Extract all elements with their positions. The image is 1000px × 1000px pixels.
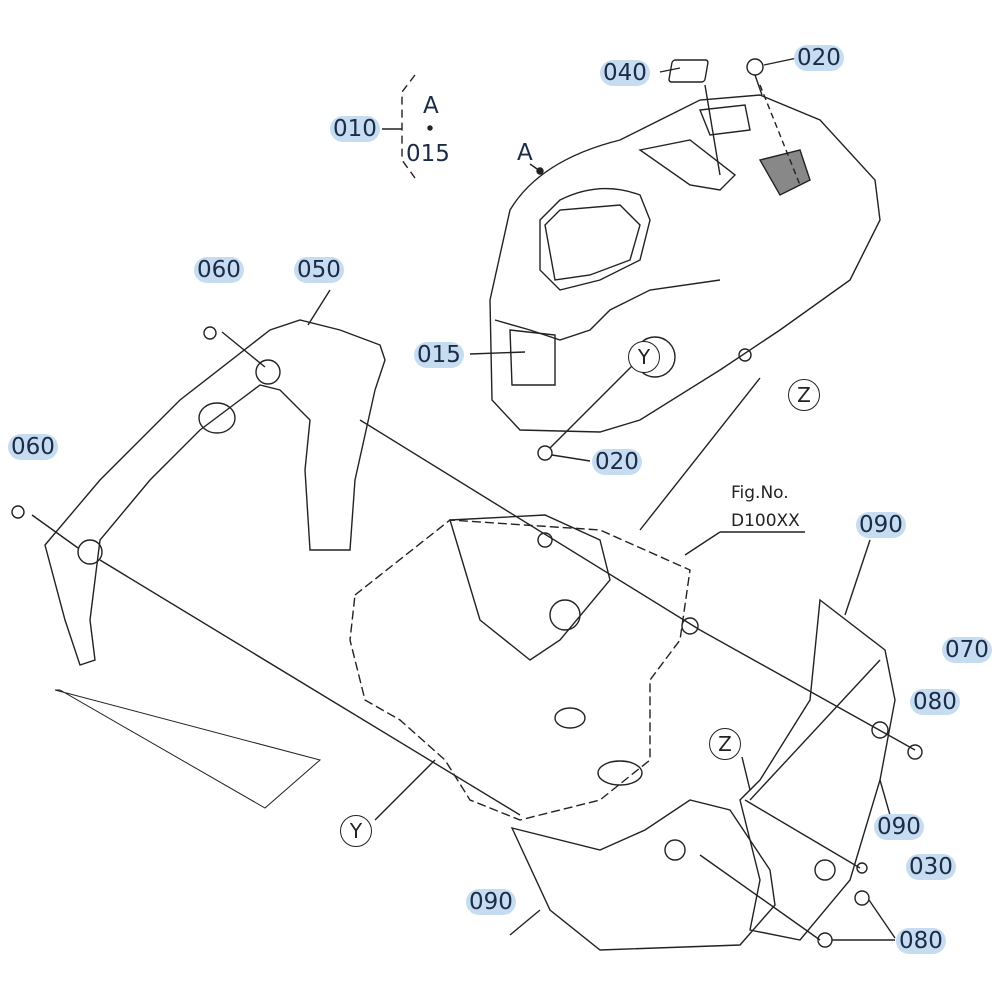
lower-cover-070 (739, 598, 896, 941)
lower-cover-front (510, 799, 776, 951)
figure-label: Fig.No. (731, 483, 789, 503)
callout-090-top[interactable]: 090 (856, 512, 906, 538)
bracket-label-015: 015 (406, 141, 450, 167)
callout-060-left[interactable]: 060 (8, 434, 58, 460)
figure-number: D100XX (731, 511, 800, 531)
ref-circle-y-2: Y (340, 815, 372, 847)
callout-090-bottom[interactable]: 090 (466, 889, 516, 915)
callout-070[interactable]: 070 (942, 637, 992, 663)
callout-060[interactable]: 060 (194, 257, 244, 283)
assembly-bracket (401, 74, 416, 179)
callout-015[interactable]: 015 (414, 342, 464, 368)
part-020-screw (746, 58, 764, 76)
part-060-bolt-2 (11, 505, 25, 519)
part-030-screw (856, 862, 868, 874)
part-080-bolt (907, 744, 923, 760)
steering-frame (349, 514, 699, 821)
part-080-bolt-3 (817, 932, 833, 948)
bracket-label-a: A (423, 93, 439, 119)
part-060-bolt (203, 326, 217, 340)
ref-circle-z-2: Z (709, 728, 741, 760)
callout-020[interactable]: 020 (794, 45, 844, 71)
leader-lines (54, 689, 322, 809)
label-a: A (517, 140, 533, 166)
callout-050[interactable]: 050 (294, 257, 344, 283)
side-panel-050 (44, 319, 386, 666)
ref-circle-y: Y (628, 341, 660, 373)
part-080-bolt-2 (854, 890, 870, 906)
part-040-cap (668, 59, 709, 83)
callout-080-bottom[interactable]: 080 (896, 928, 946, 954)
bracket-dot (427, 125, 433, 131)
part-020-screw-lower (537, 445, 553, 461)
callout-020-lower[interactable]: 020 (592, 449, 642, 475)
callout-010[interactable]: 010 (330, 116, 380, 142)
ref-circle-z: Z (788, 379, 820, 411)
callout-040[interactable]: 040 (600, 60, 650, 86)
upper-cover-a (489, 94, 881, 433)
callout-080[interactable]: 080 (910, 689, 960, 715)
callout-090-right[interactable]: 090 (874, 814, 924, 840)
callout-030[interactable]: 030 (906, 854, 956, 880)
